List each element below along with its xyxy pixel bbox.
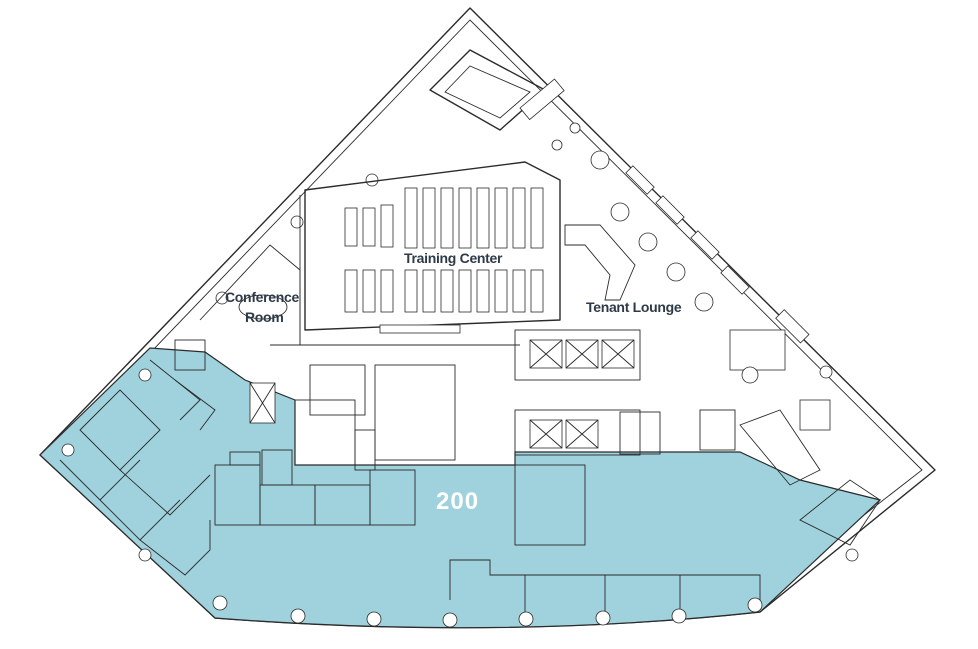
conference-room-label-line1: Conference xyxy=(225,289,300,305)
lounge-furniture xyxy=(551,122,831,431)
conference-room xyxy=(199,244,301,346)
suite-number-label: 200 xyxy=(436,488,480,515)
columns xyxy=(61,173,859,628)
north-corner xyxy=(429,49,565,131)
core-offices xyxy=(229,399,376,486)
training-center-label: Training Center xyxy=(404,250,503,266)
west-offices xyxy=(59,359,216,576)
building-core xyxy=(174,329,821,486)
training-desks xyxy=(344,187,544,334)
conference-room-label-line2: Room xyxy=(245,309,284,325)
tenant-lounge-label: Tenant Lounge xyxy=(586,299,682,315)
